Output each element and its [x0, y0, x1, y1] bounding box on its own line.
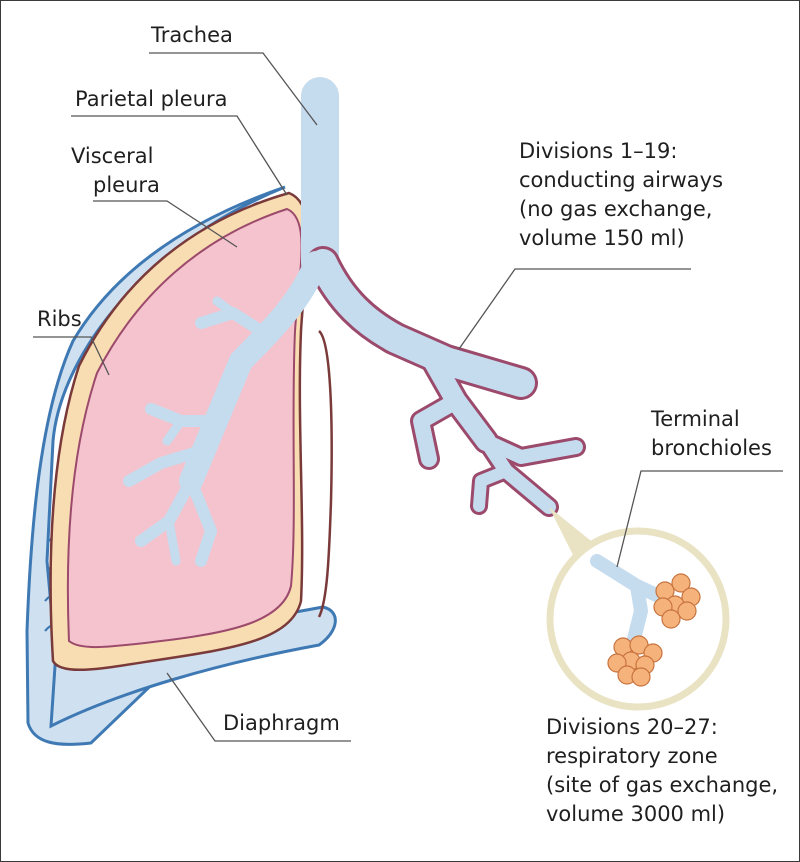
- leader-conducting: [458, 268, 691, 350]
- label-visceral-pleura: Visceral pleura: [71, 144, 160, 197]
- label-parietal-pleura: Parietal pleura: [75, 87, 228, 111]
- alveolus: [671, 573, 691, 593]
- label-ribs: Ribs: [37, 307, 82, 331]
- leader-ribs: [33, 336, 110, 376]
- airway-tree: [123, 77, 586, 567]
- leader-terminal-bronchioles: [616, 470, 783, 568]
- leader-lines: [33, 52, 783, 742]
- terminal-bronchiole-tube: [590, 554, 672, 650]
- alveolus: [661, 609, 681, 629]
- left-branch-7: [185, 475, 217, 567]
- label-conducting-airways: Divisions 1–19: conducting airways (no g…: [519, 139, 724, 250]
- label-respiratory-zone: Divisions 20–27: respiratory zone (site …: [546, 715, 779, 826]
- left-branch-2: [212, 296, 238, 318]
- left-branch-8: [164, 516, 181, 566]
- respiratory-zone-inset: [546, 527, 730, 711]
- leader-trachea: [149, 52, 318, 126]
- left-branch-5: [123, 445, 207, 487]
- leader-parietal-pleura: [71, 115, 288, 196]
- alveolus: [631, 667, 651, 687]
- alveoli-cluster-upper: [653, 573, 701, 629]
- label-trachea: Trachea: [151, 23, 233, 47]
- left-branch-4: [162, 416, 186, 446]
- alveolus: [677, 601, 697, 621]
- leader-visceral-pleura: [93, 200, 238, 248]
- left-lung: [66, 207, 303, 649]
- label-diaphragm: Diaphragm: [223, 711, 340, 735]
- right-lung-edge: [317, 330, 333, 618]
- left-main-bronchus: [179, 251, 328, 493]
- leader-diaphragm: [166, 672, 351, 742]
- label-terminal-bronchioles: Terminal bronchioles: [651, 407, 772, 460]
- alveoli-cluster-lower: [607, 635, 663, 687]
